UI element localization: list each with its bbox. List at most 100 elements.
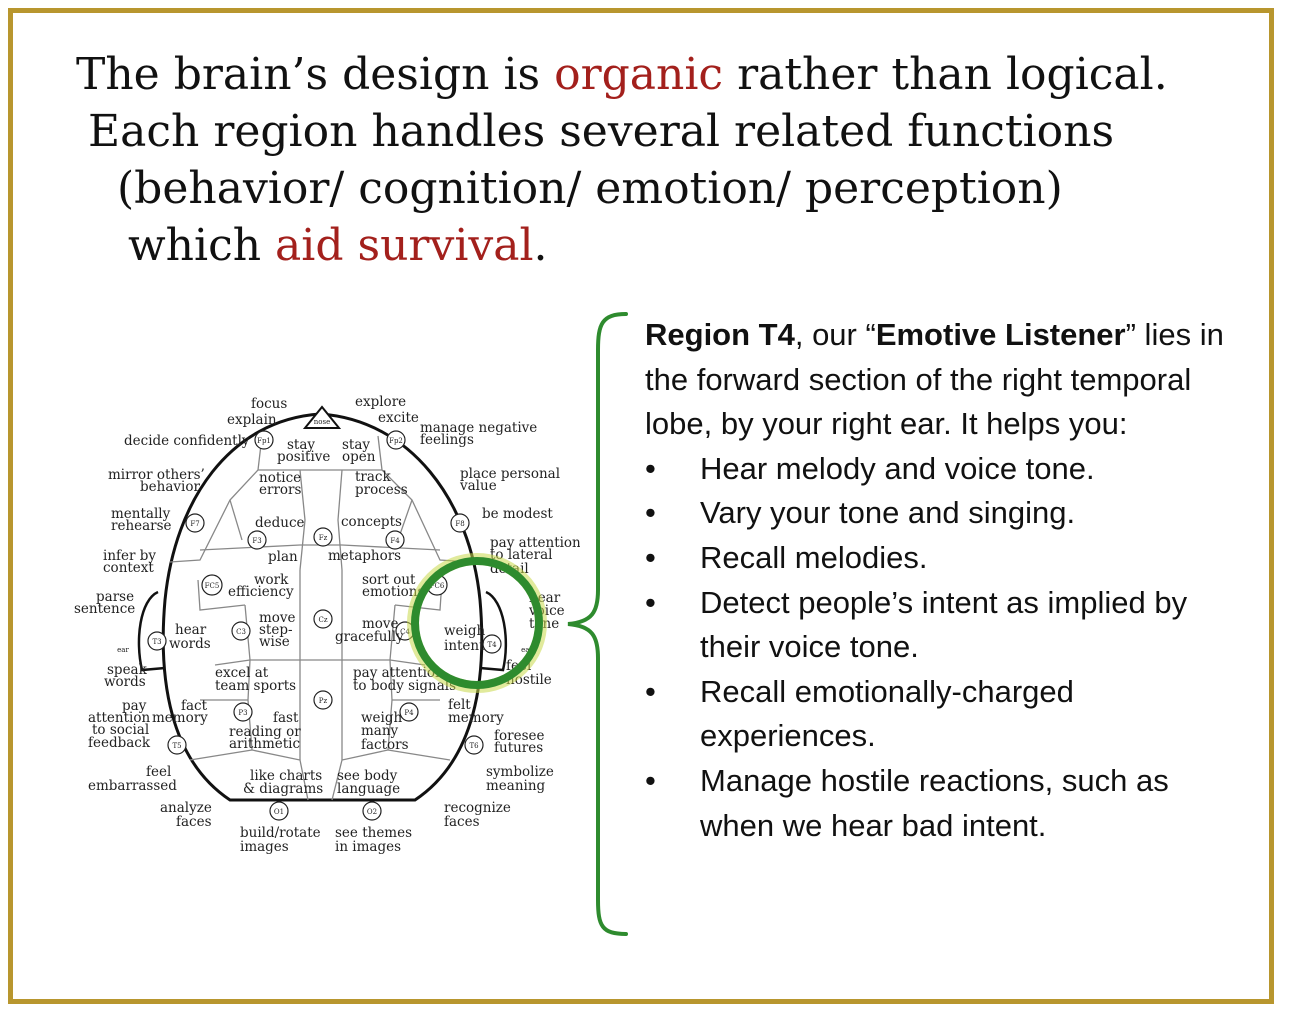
t4-highlight-ring (411, 557, 543, 689)
head-outline (161, 412, 484, 802)
node-p3-marker (233, 702, 253, 722)
label-sort-2: emotions (362, 584, 424, 600)
label-embarrassed-2: embarrassed (88, 778, 177, 794)
label-weigh-many-3: factors (361, 737, 409, 753)
node-c3: C3 (236, 628, 246, 636)
label-manage-1: manage negative (420, 420, 537, 436)
label-foresee-1: foresee (494, 728, 544, 744)
slide-border (8, 8, 1274, 1004)
label-foresee-2: futures (494, 740, 543, 756)
right-ear-outline (479, 590, 508, 672)
label-themes-1: see themes (335, 825, 412, 841)
label-decide: decide confidently (124, 433, 250, 449)
bullet-icon: • (645, 673, 656, 709)
bullet-icon: • (645, 450, 656, 486)
label-weigh-intent-1: weigh (444, 623, 486, 639)
label-pay-lateral-1: pay attention (490, 535, 580, 551)
nose-outline (302, 405, 342, 429)
list-item: • Recall melodies. (645, 536, 1245, 581)
label-speak-1: speak (107, 662, 148, 678)
bullet-icon: • (645, 495, 656, 531)
label-excel-2: team sports (215, 678, 296, 694)
node-fp1: Fp1 (257, 437, 271, 445)
label-mirror-2: behavior (140, 479, 200, 495)
node-f7-marker (185, 513, 205, 533)
bullet-icon: • (645, 762, 656, 798)
node-fc5: FC5 (205, 582, 220, 590)
label-body-signals-1: pay attention (353, 665, 444, 681)
label-fast-3: arithmetic (229, 736, 300, 752)
bullet-icon: • (645, 584, 656, 620)
list-item-text: Recall melodies. (700, 539, 928, 575)
headline-line-4: which aid survival. (128, 217, 548, 274)
label-charts-1: like charts (250, 768, 322, 784)
node-o1-marker (269, 801, 289, 821)
label-excite: excite (378, 410, 419, 426)
label-concepts: concepts (341, 514, 402, 530)
node-fz: Fz (319, 534, 328, 542)
node-t6-marker (464, 735, 484, 755)
list-item-text: Hear melody and voice tone. (700, 450, 1095, 486)
label-fast-1: fast (273, 710, 299, 726)
label-fast-2: reading or (229, 724, 301, 740)
label-weigh-many-1: weigh (361, 710, 403, 726)
node-f3-marker (247, 530, 267, 550)
t4-function-list: • Hear melody and voice tone. • Vary your … (645, 447, 1245, 848)
bullet-icon: • (645, 539, 656, 575)
node-c3-marker (231, 621, 251, 641)
label-explore: explore (355, 394, 406, 410)
label-rehearse-2: rehearse (111, 518, 172, 534)
label-felt-memory-2: memory (448, 710, 504, 726)
label-stay-open-2: open (342, 449, 376, 465)
label-track-2: process (355, 482, 408, 498)
node-t4: T4 (487, 641, 497, 649)
label-pay-lateral-2: to lateral (490, 547, 552, 563)
node-o2: O2 (367, 808, 377, 816)
node-t4-marker (482, 634, 502, 654)
node-fp2-marker (386, 430, 406, 450)
node-f8-marker (450, 513, 470, 533)
node-fp2: Fp2 (389, 437, 403, 445)
headline-text: . (533, 220, 548, 271)
t4-intro: Region T4, our “Emotive Listener” lies i… (645, 313, 1245, 447)
label-body-language-2: language (337, 781, 400, 797)
list-item-text: Vary your tone and singing. (700, 495, 1076, 531)
region-name: Region T4 (645, 317, 795, 352)
label-work-1: work (254, 572, 289, 588)
label-plan: plan (268, 549, 298, 565)
label-mirror-1: mirror others’ (108, 467, 205, 483)
node-fc5-marker (201, 574, 223, 596)
label-body-language-1: see body (337, 768, 398, 784)
label-sort-1: sort out (362, 572, 416, 588)
headline-text: which (128, 220, 276, 271)
list-item-text: Recall emotionally-charged experiences. (700, 673, 1074, 754)
node-t3: T3 (152, 638, 161, 646)
label-body-signals-2: to body signals (353, 678, 456, 694)
label-infer-2: context (103, 560, 154, 576)
list-item-text: Detect people’s intent as implied by the… (700, 584, 1188, 665)
node-p4-marker (399, 702, 419, 722)
node-nose: nose (314, 418, 330, 426)
node-ear-right: ear (521, 646, 533, 654)
label-weigh-intent-2: intent (444, 638, 485, 654)
label-excel-1: excel at (215, 665, 269, 681)
label-place-2: value (459, 478, 497, 494)
node-c4: C4 (400, 628, 410, 636)
node-f8: F8 (455, 520, 464, 528)
label-move-2: step- (259, 622, 293, 638)
label-place-1: place personal (460, 466, 560, 482)
node-t5: T5 (172, 742, 181, 750)
label-parse-2: sentence (74, 601, 135, 617)
label-metaphors: metaphors (328, 548, 401, 564)
headline-text: rather than logical. (723, 49, 1168, 100)
label-symbolize-2: meaning (486, 778, 546, 794)
label-work-2: efficiency (228, 584, 294, 600)
node-t5-marker (167, 735, 187, 755)
label-social-3: to social (92, 722, 149, 738)
label-symbolize-1: symbolize (486, 764, 554, 780)
list-item: • Recall emotionally-charged experiences. (645, 670, 1245, 759)
label-felt-memory-1: felt (448, 697, 471, 713)
label-social-2: attention (88, 710, 150, 726)
label-focus: focus (251, 396, 287, 412)
node-p3: P3 (238, 709, 247, 717)
